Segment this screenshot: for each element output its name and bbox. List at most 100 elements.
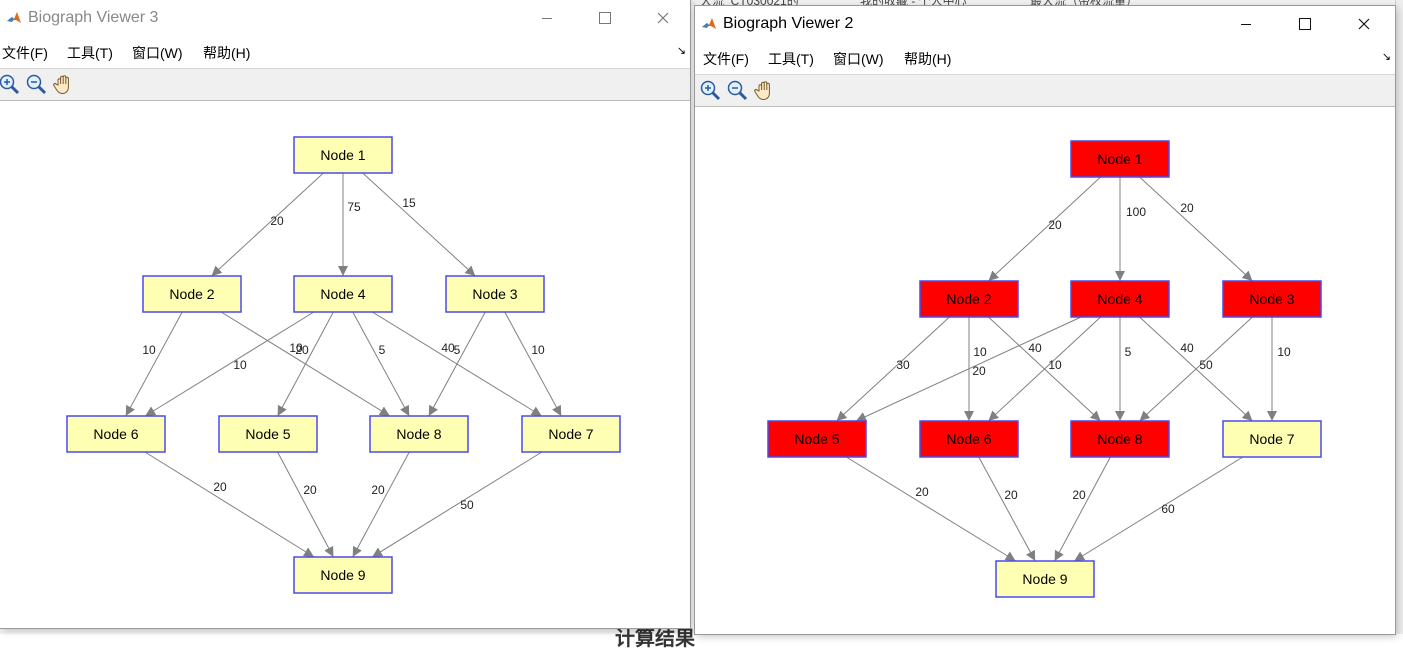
node-n1[interactable]: Node 1 xyxy=(1070,140,1170,178)
edge-n4-n5[interactable] xyxy=(277,311,334,417)
edge-n6-n9[interactable] xyxy=(978,456,1036,562)
menu-file[interactable]: 文件(F) xyxy=(2,45,48,61)
edge-n4-n5[interactable] xyxy=(855,316,1082,422)
pan-hand-icon[interactable] xyxy=(753,78,777,102)
node-layer: Node 1 Node 2 Node 4 Node 3 Node 6 Node 5 Node… xyxy=(66,136,621,594)
edge-n5-n9[interactable] xyxy=(277,451,334,558)
edge-n4-n8[interactable] xyxy=(352,311,410,417)
node-n2[interactable]: Node 2 xyxy=(142,275,242,313)
minimize-button[interactable] xyxy=(1217,6,1275,42)
background-tab-strip: 大流_CT030021的 我的收藏 - 个人中心 最大流（带权流量） xyxy=(690,0,1403,8)
edge-weight-label: 10 xyxy=(973,345,987,359)
node-box xyxy=(919,420,1019,458)
dock-arrow-icon[interactable]: ↘ xyxy=(1381,51,1391,63)
node-n2[interactable]: Node 2 xyxy=(919,280,1019,318)
close-icon xyxy=(657,12,669,24)
node-n5[interactable]: Node 5 xyxy=(218,415,318,453)
node-box xyxy=(218,415,318,453)
node-box xyxy=(919,280,1019,318)
edge-n2-n6[interactable] xyxy=(125,311,183,417)
zoom-in-icon[interactable] xyxy=(0,72,21,96)
edge-layer xyxy=(836,176,1277,562)
node-n7[interactable]: Node 7 xyxy=(1222,420,1322,458)
node-n3[interactable]: Node 3 xyxy=(445,275,545,313)
matlab-logo-icon xyxy=(702,18,716,29)
edge-weight-label: 40 xyxy=(1028,341,1042,355)
edge-n1-n2[interactable] xyxy=(988,176,1101,282)
node-n6[interactable]: Node 6 xyxy=(66,415,166,453)
zoom-out-icon[interactable] xyxy=(24,72,48,96)
menu-tools[interactable]: 工具(T) xyxy=(67,45,113,61)
node-n4[interactable]: Node 4 xyxy=(1070,280,1170,318)
edge-n1-n2[interactable] xyxy=(211,172,324,277)
node-label: Node 2 xyxy=(169,286,214,302)
edge-weight-label: 20 xyxy=(1004,488,1018,502)
edge-n3-n7[interactable] xyxy=(504,311,562,417)
menu-bar: 文件(F) 工具(T) 窗口(W) 帮助(H) ↘ xyxy=(695,42,1395,75)
minimize-button[interactable] xyxy=(518,0,576,36)
node-n9[interactable]: Node 9 xyxy=(293,556,393,594)
edge-weight-label: 100 xyxy=(1126,205,1146,219)
edge-n3-n8[interactable] xyxy=(1139,316,1253,422)
dock-arrow-icon[interactable]: ↘ xyxy=(676,45,686,57)
edge-weight-label: 10 xyxy=(233,358,247,372)
biograph-graph: Node 1 Node 2 Node 4 Node 3 Node 5 Node 6 Node… xyxy=(767,140,1322,598)
zoom-out-icon[interactable] xyxy=(725,78,749,102)
maximize-button[interactable] xyxy=(1276,6,1334,42)
menu-help[interactable]: 帮助(H) xyxy=(904,51,952,67)
node-n8[interactable]: Node 8 xyxy=(1070,420,1170,458)
maximize-button[interactable] xyxy=(576,0,634,36)
edge-weight-label: 15 xyxy=(402,196,416,210)
title-bar[interactable]: Biograph Viewer 3 xyxy=(0,0,690,36)
toolbar xyxy=(0,69,690,101)
menu-window[interactable]: 窗口(W) xyxy=(833,51,884,67)
edge-n6-n9[interactable] xyxy=(144,451,315,558)
edge-n7-n9[interactable] xyxy=(1073,456,1244,562)
node-n5[interactable]: Node 5 xyxy=(767,420,867,458)
background-scrollbar[interactable] xyxy=(1395,0,1403,634)
node-label: Node 3 xyxy=(1249,291,1294,307)
node-n3[interactable]: Node 3 xyxy=(1222,280,1322,318)
zoom-in-icon[interactable] xyxy=(698,78,722,102)
edge-weight-label: 20 xyxy=(972,364,986,378)
node-label: Node 6 xyxy=(946,431,991,447)
node-n6[interactable]: Node 6 xyxy=(919,420,1019,458)
edge-weight-label: 10 xyxy=(142,343,156,357)
close-button[interactable] xyxy=(1335,6,1393,42)
edge-n7-n9[interactable] xyxy=(371,451,543,558)
node-n8[interactable]: Node 8 xyxy=(369,415,469,453)
node-n4[interactable]: Node 4 xyxy=(293,275,393,313)
title-bar[interactable]: Biograph Viewer 2 xyxy=(695,6,1395,42)
edge-n8-n9[interactable] xyxy=(1054,456,1111,562)
node-n9[interactable]: Node 9 xyxy=(995,560,1095,598)
menu-help[interactable]: 帮助(H) xyxy=(203,45,251,61)
edge-n3-n8[interactable] xyxy=(428,311,486,417)
edge-n1-n3[interactable] xyxy=(362,172,476,277)
edge-n5-n9[interactable] xyxy=(846,456,1016,562)
node-box xyxy=(142,275,242,313)
graph-canvas[interactable]: Node 1 Node 2 Node 4 Node 3 Node 5 Node 6 Node… xyxy=(695,107,1395,634)
menu-file[interactable]: 文件(F) xyxy=(703,51,749,67)
menu-window[interactable]: 窗口(W) xyxy=(132,45,183,61)
node-label: Node 4 xyxy=(320,286,365,302)
node-label: Node 1 xyxy=(320,147,365,163)
edge-n4-n6[interactable] xyxy=(988,316,1101,422)
close-button[interactable] xyxy=(634,0,692,36)
edge-weight-label: 30 xyxy=(896,358,910,372)
node-box xyxy=(1070,420,1170,458)
edge-n2-n5[interactable] xyxy=(836,316,950,422)
menu-tools[interactable]: 工具(T) xyxy=(768,51,814,67)
edge-n8-n9[interactable] xyxy=(352,451,410,558)
node-box xyxy=(995,560,1095,598)
node-label: Node 5 xyxy=(245,426,290,442)
edge-weight-label: 10 xyxy=(289,341,303,355)
node-layer: Node 1 Node 2 Node 4 Node 3 Node 5 Node 6 Node… xyxy=(767,140,1322,598)
node-n1[interactable]: Node 1 xyxy=(293,136,393,174)
node-label: Node 6 xyxy=(93,426,138,442)
edge-n4-n6[interactable] xyxy=(144,311,315,417)
node-n7[interactable]: Node 7 xyxy=(521,415,621,453)
graph-canvas[interactable]: Node 1 Node 2 Node 4 Node 3 Node 6 Node 5 Node… xyxy=(0,101,690,628)
pan-hand-icon[interactable] xyxy=(52,72,76,96)
edge-n1-n3[interactable] xyxy=(1139,176,1253,282)
node-box xyxy=(369,415,469,453)
